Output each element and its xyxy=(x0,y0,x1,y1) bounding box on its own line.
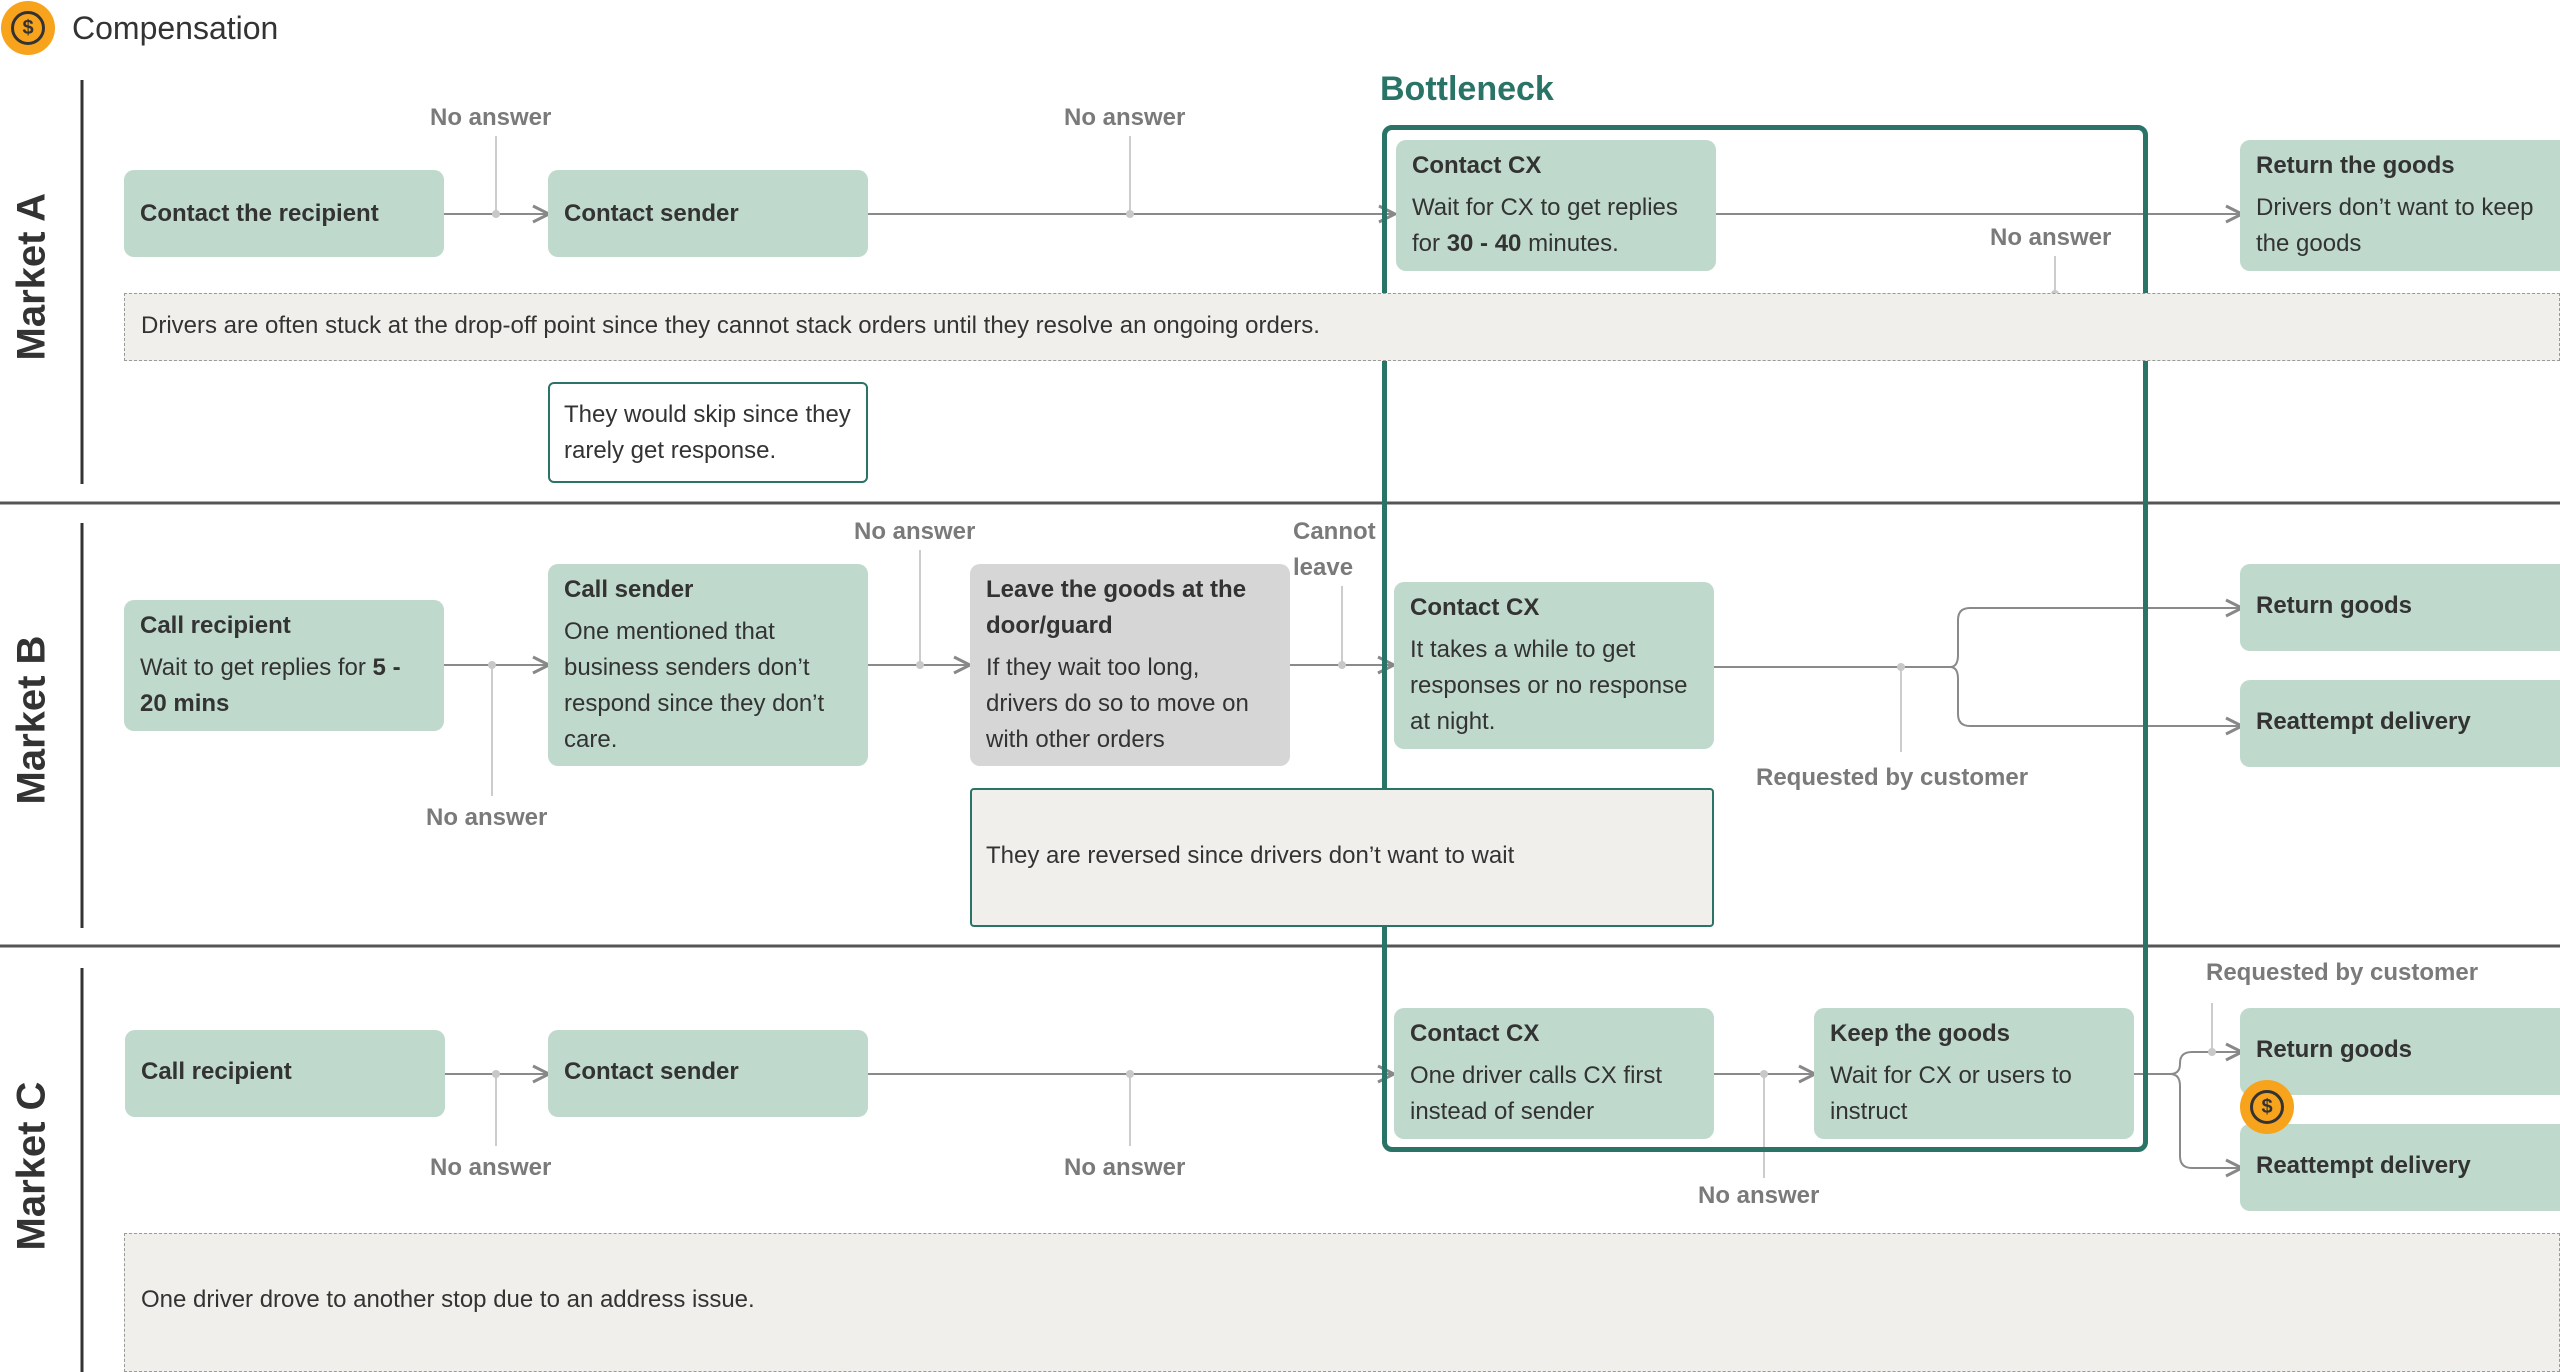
market-b-call-sender-title: Call sender xyxy=(564,576,694,603)
market-a-note-skip: They would skip since they rarely get re… xyxy=(548,382,868,483)
market-c-note-address: One driver drove to another stop due to … xyxy=(124,1233,2560,1372)
market-b-note-reversed: They are reversed since drivers don’t wa… xyxy=(970,788,1714,927)
market-b-call-recipient-body: Wait to get replies for xyxy=(140,654,373,681)
market-b-reattempt-delivery: Reattempt delivery xyxy=(2240,680,2560,767)
market-c-return-goods: Return goods xyxy=(2240,1008,2560,1095)
lane-title-market-b: Market B xyxy=(9,635,54,805)
market-c-keep-goods: Keep the goods Wait for CX or users to i… xyxy=(1814,1008,2134,1139)
market-b-leave-title: Leave the goods at the door/guard xyxy=(986,576,1247,639)
bottleneck-title: Bottleneck xyxy=(1380,70,1554,108)
market-c-contact-sender: Contact sender xyxy=(548,1030,868,1117)
market-c-reattempt-label: Reattempt delivery xyxy=(2256,1152,2471,1179)
market-b-call-sender-body: One mentioned that business senders don’… xyxy=(564,618,825,753)
market-c-no-answer-2: No answer xyxy=(1064,1154,1186,1181)
market-b-no-answer-2: No answer xyxy=(854,518,976,545)
market-c-no-answer-3: No answer xyxy=(1698,1182,1820,1209)
market-c-call-recipient: Call recipient xyxy=(125,1030,445,1117)
market-b-contact-cx: Contact CX It takes a while to get respo… xyxy=(1394,582,1714,749)
market-b-leave-goods: Leave the goods at the door/guard If the… xyxy=(970,564,1290,766)
market-c-reattempt-delivery: Reattempt delivery xyxy=(2240,1124,2560,1211)
market-b-call-sender: Call sender One mentioned that business … xyxy=(548,564,868,766)
market-c-keep-body: Wait for CX or users to instruct xyxy=(1830,1062,2072,1125)
market-c-requested-by-customer: Requested by customer xyxy=(2206,959,2479,986)
lane-title-market-c: Market C xyxy=(9,1081,54,1251)
bottleneck-frame xyxy=(1382,125,2148,1152)
legend-label: Compensation xyxy=(72,10,279,46)
market-b-cx-body: It takes a while to get responses or no … xyxy=(1410,636,1688,735)
market-a-no-answer-2: No answer xyxy=(1064,104,1186,131)
market-b-requested-by-customer: Requested by customer xyxy=(1756,764,2029,791)
market-c-return-goods-label: Return goods xyxy=(2256,1036,2412,1063)
market-c-no-answer-1: No answer xyxy=(430,1154,552,1181)
market-c-contact-sender-label: Contact sender xyxy=(564,1058,739,1085)
market-b-call-recipient: Call recipient Wait to get replies for 5… xyxy=(124,600,444,731)
market-a-note-stuck: Drivers are often stuck at the drop-off … xyxy=(124,293,2560,361)
market-a-contact-recipient-label: Contact the recipient xyxy=(140,200,379,227)
market-a-cx-body-end: minutes. xyxy=(1521,230,1619,257)
market-c-cx-body: One driver calls CX first instead of sen… xyxy=(1410,1062,1663,1125)
market-b-call-recipient-duration: 5 - 20 mins xyxy=(140,654,401,717)
market-b-call-recipient-title: Call recipient xyxy=(140,612,291,639)
market-a-cx-body: Wait for CX to get replies for xyxy=(1412,194,1678,257)
market-c-call-recipient-label: Call recipient xyxy=(141,1058,292,1085)
market-b-return-goods-label: Return goods xyxy=(2256,592,2412,619)
market-b-cannot-leave: Cannot leave xyxy=(1293,518,1376,581)
market-a-contact-sender-label: Contact sender xyxy=(564,200,739,227)
compensation-legend-icon: $ xyxy=(1,1,55,55)
market-c-cx-title: Contact CX xyxy=(1410,1020,1540,1047)
market-a-contact-recipient: Contact the recipient xyxy=(124,170,444,257)
market-c-contact-cx: Contact CX One driver calls CX first ins… xyxy=(1394,1008,1714,1139)
market-a-return-body: Drivers don’t want to keep the goods xyxy=(2256,194,2534,257)
market-a-return-goods: Return the goods Drivers don’t want to k… xyxy=(2240,140,2560,271)
market-a-no-answer-1: No answer xyxy=(430,104,552,131)
market-b-leave-body: If they wait too long, drivers do so to … xyxy=(986,654,1249,753)
market-b-cx-title: Contact CX xyxy=(1410,594,1540,621)
market-a-no-answer-3: No answer xyxy=(1990,224,2112,251)
market-a-contact-sender: Contact sender xyxy=(548,170,868,257)
lane-title-market-a: Market A xyxy=(9,193,54,361)
market-b-no-answer-1: No answer xyxy=(426,804,548,831)
market-a-contact-cx-title: Contact CX xyxy=(1412,152,1542,179)
market-b-return-goods: Return goods xyxy=(2240,564,2560,651)
market-a-return-title: Return the goods xyxy=(2256,152,2455,179)
market-b-reattempt-label: Reattempt delivery xyxy=(2256,708,2471,735)
compensation-coin-icon: $ xyxy=(2240,1080,2294,1134)
market-c-keep-title: Keep the goods xyxy=(1830,1020,2011,1047)
market-a-cx-duration: 30 - 40 xyxy=(1446,230,1522,257)
market-a-contact-cx: Contact CX Wait for CX to get replies fo… xyxy=(1396,140,1716,271)
